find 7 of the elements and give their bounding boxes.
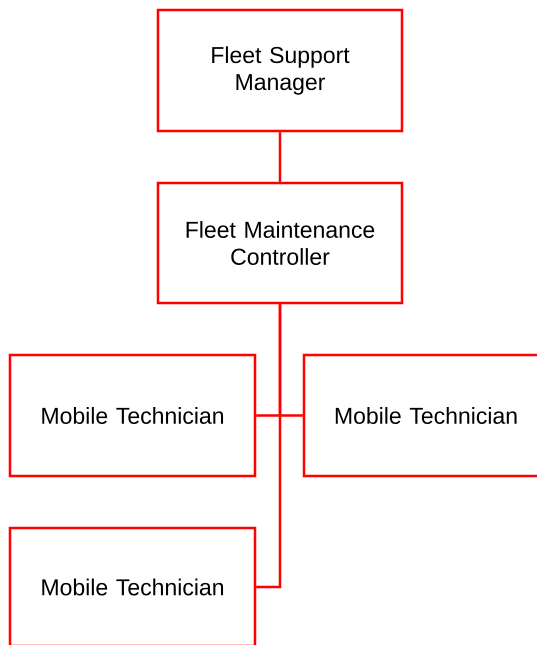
position-box: Fleet Maintenance Controller bbox=[156, 182, 404, 304]
position-box: Mobile Technician bbox=[8, 526, 256, 645]
position-box: Mobile Technician bbox=[8, 354, 256, 478]
position-box: Fleet Support Manager bbox=[156, 8, 404, 132]
connector-line bbox=[278, 132, 282, 182]
connector-line bbox=[256, 304, 282, 588]
position-box: Mobile Technician bbox=[302, 354, 537, 478]
